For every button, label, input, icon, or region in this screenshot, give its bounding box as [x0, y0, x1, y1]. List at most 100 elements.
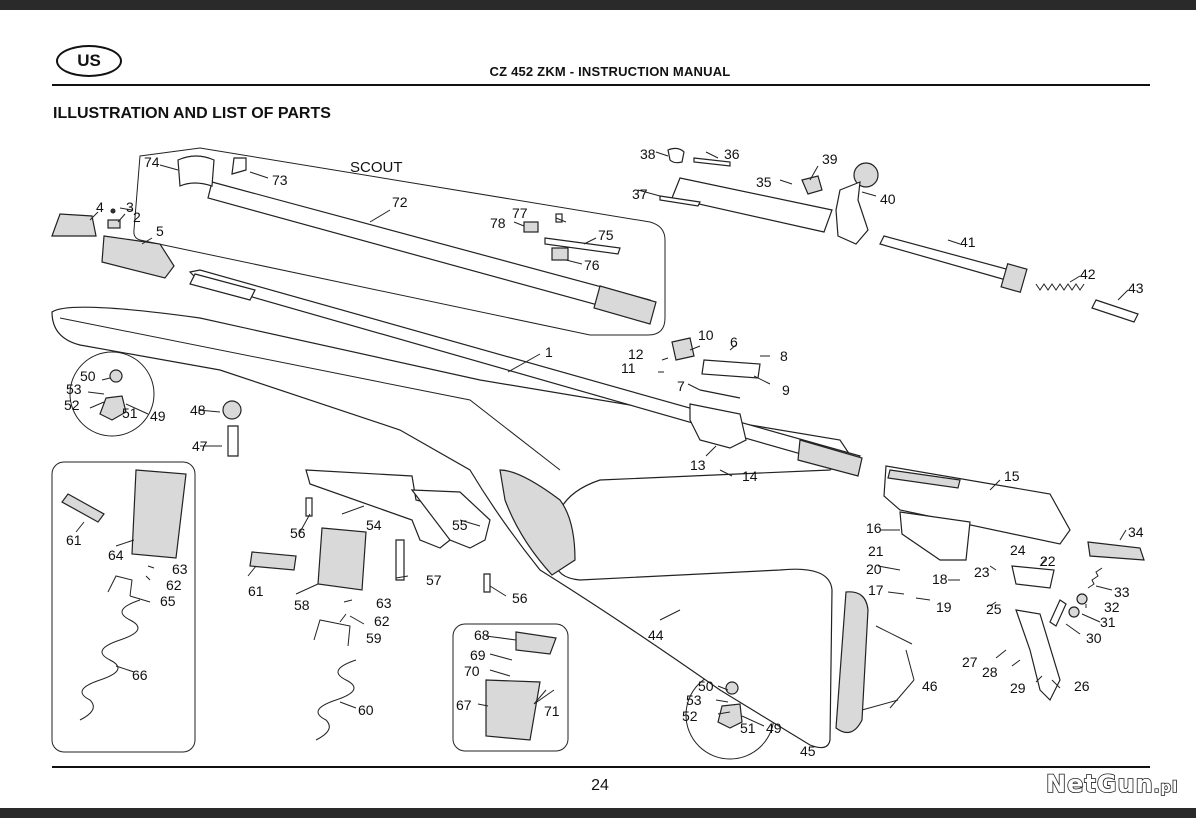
part-65-clip — [107, 575, 133, 597]
stock-channel-line — [59, 317, 561, 471]
part-label-26: 26 — [1074, 678, 1090, 694]
part-label-50-left: 50 — [80, 368, 96, 384]
part-label-50-right: 50 — [698, 678, 714, 694]
part-label-37: 37 — [632, 186, 648, 202]
footer-divider — [52, 766, 1150, 768]
part-label-22: 22 — [1040, 553, 1056, 569]
part-56-screw-a — [305, 497, 313, 517]
part-label-19: 19 — [936, 599, 952, 615]
part-label-49-right: 49 — [766, 720, 782, 736]
part-label-54: 54 — [366, 517, 382, 533]
part-label-74: 74 — [144, 154, 160, 170]
part-label-2: 2 — [133, 209, 141, 225]
part-16-trigger-housing — [899, 511, 971, 561]
part-label-5: 5 — [156, 223, 164, 239]
part-label-77: 77 — [512, 205, 528, 221]
part-label-42: 42 — [1080, 266, 1096, 282]
part-label-7: 7 — [677, 378, 685, 394]
part-label-65: 65 — [160, 593, 176, 609]
part-3-ball — [110, 208, 116, 214]
part-2-pin — [107, 219, 121, 229]
part-label-60: 60 — [358, 702, 374, 718]
page-number: 24 — [591, 777, 609, 794]
part-label-47: 47 — [192, 438, 208, 454]
part-label-52-right: 52 — [682, 708, 698, 724]
part-label-18: 18 — [932, 571, 948, 587]
part-label-27: 27 — [962, 654, 978, 670]
part-label-51-right: 51 — [740, 720, 756, 736]
part-label-28: 28 — [982, 664, 998, 680]
part-label-9: 9 — [782, 382, 790, 398]
stock-checkering — [499, 469, 576, 576]
part-label-20: 20 — [866, 561, 882, 577]
part-57-pin — [395, 539, 405, 581]
part-66-spring — [79, 599, 141, 721]
watermark-text: NetGun — [1045, 769, 1154, 799]
part-label-70: 70 — [464, 663, 480, 679]
part-label-51-left: 51 — [122, 405, 138, 421]
part-label-55: 55 — [452, 517, 468, 533]
part-36-pin — [693, 157, 731, 167]
part-label-3: 3 — [126, 199, 134, 215]
part-label-64: 64 — [108, 547, 124, 563]
part-label-16: 16 — [866, 520, 882, 536]
part-label-15: 15 — [1004, 468, 1020, 484]
part-43-pin — [1091, 299, 1139, 323]
part-6-plate — [701, 359, 761, 379]
part-label-61-right: 61 — [248, 583, 264, 599]
part-label-61-left: 61 — [66, 532, 82, 548]
part-35-bolt-body — [671, 177, 833, 233]
top-border-bar — [0, 0, 1196, 10]
part-label-43: 43 — [1128, 280, 1144, 296]
part-75-spring — [544, 237, 621, 255]
part-74-sleeve — [177, 155, 215, 187]
part-label-57: 57 — [426, 572, 442, 588]
part-38-cap — [667, 147, 685, 164]
part-label-46: 46 — [922, 678, 938, 694]
part-7-spring — [699, 389, 741, 399]
part-label-32: 32 — [1104, 599, 1120, 615]
part-label-49-left: 49 — [150, 408, 166, 424]
part-label-72: 72 — [392, 194, 408, 210]
part-34-plate — [1087, 541, 1145, 561]
part-label-17: 17 — [868, 582, 884, 598]
part-label-75: 75 — [598, 227, 614, 243]
part-label-11: 11 — [621, 360, 636, 376]
part-label-52-left: 52 — [64, 397, 80, 413]
scout-barrel-muzzle — [593, 285, 657, 325]
part-label-69: 69 — [470, 647, 486, 663]
part-50-base-right — [725, 681, 739, 695]
part-label-25: 25 — [986, 601, 1002, 617]
part-37-pin — [659, 195, 701, 207]
part-label-33: 33 — [1114, 584, 1130, 600]
part-label-66: 66 — [132, 667, 148, 683]
part-label-68: 68 — [474, 627, 490, 643]
part-31-nut — [1068, 606, 1080, 618]
part-label-78: 78 — [490, 215, 506, 231]
part-39-cocking-piece — [801, 175, 823, 195]
part-label-4: 4 — [96, 199, 104, 215]
part-label-48: 48 — [190, 402, 206, 418]
part-label-45: 45 — [800, 743, 816, 759]
part-label-39: 39 — [822, 151, 838, 167]
part-label-71: 71 — [544, 703, 560, 719]
part-51-swivel-left — [99, 395, 127, 421]
part-58-magazine — [317, 527, 367, 591]
netgun-watermark-logo: NetGun.pl — [1045, 769, 1178, 799]
part-15-receiver — [883, 465, 1071, 545]
part-label-76: 76 — [584, 257, 600, 273]
part-5-hood — [101, 235, 175, 279]
part-label-6: 6 — [730, 334, 738, 350]
part-47-bolt — [227, 425, 239, 457]
part-label-62-right: 62 — [374, 613, 390, 629]
part-label-13: 13 — [690, 457, 706, 473]
part-label-38: 38 — [640, 146, 656, 162]
part-label-30: 30 — [1086, 630, 1102, 646]
part-label-12: 12 — [628, 346, 644, 362]
part-15-grip — [887, 469, 961, 489]
part-label-23: 23 — [974, 564, 990, 580]
part-61-follower-right — [249, 551, 297, 571]
scout-group-outline — [133, 147, 666, 336]
header-divider — [52, 84, 1150, 86]
part-label-36: 36 — [724, 146, 740, 162]
